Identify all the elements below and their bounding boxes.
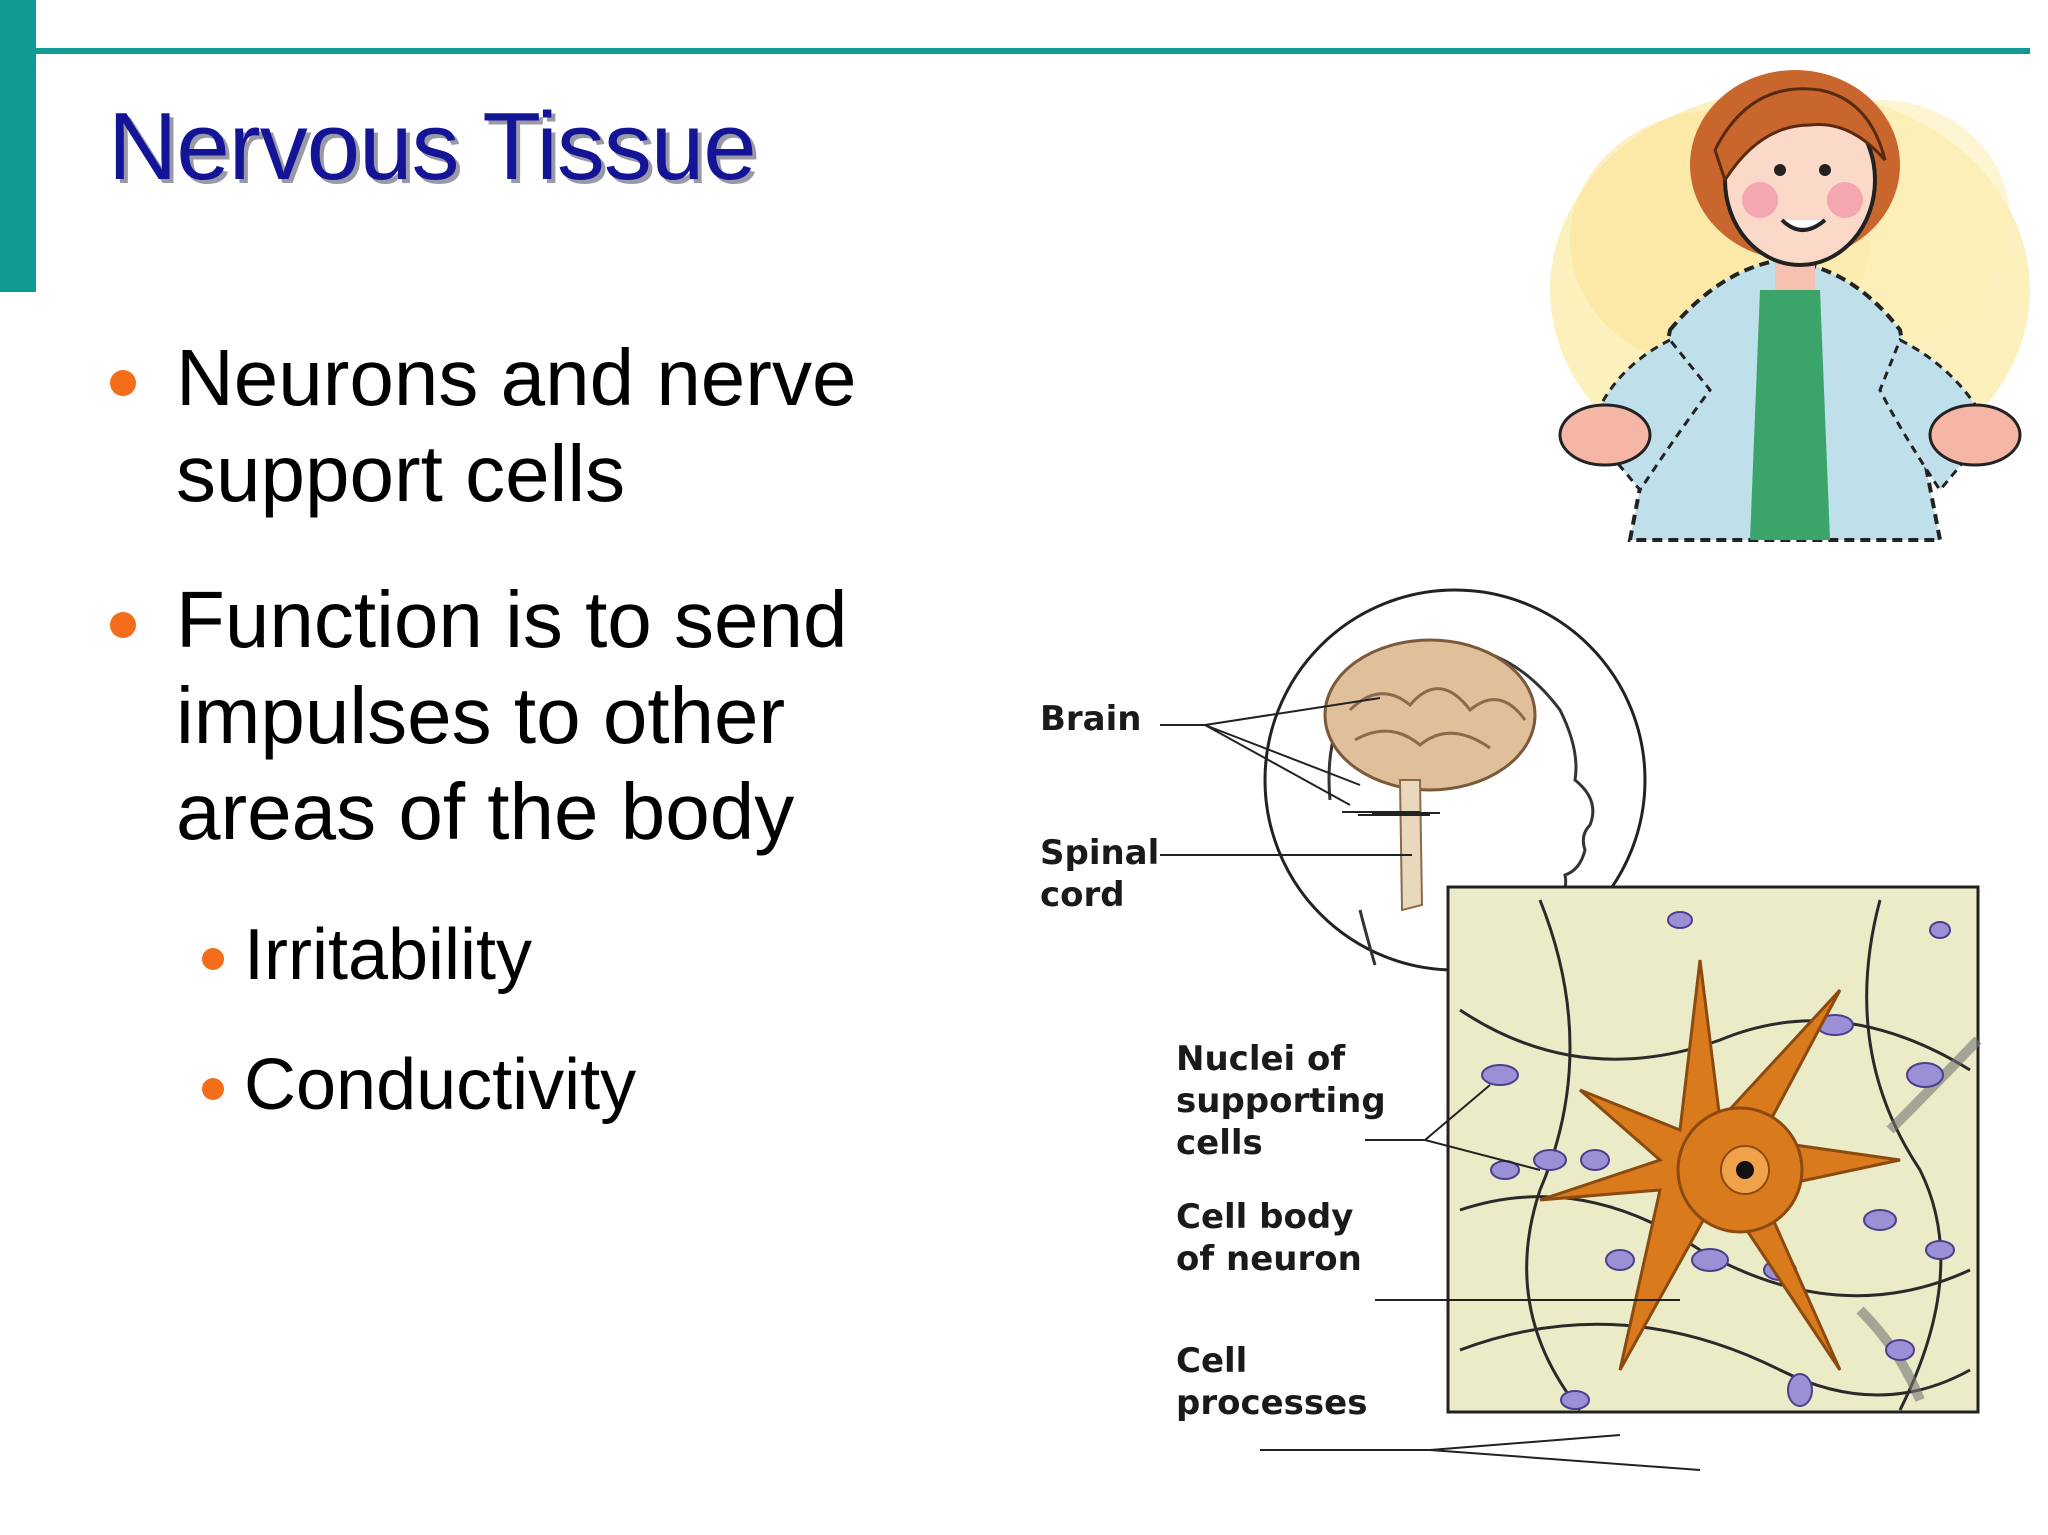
- label-cell-body: Cell body of neuron: [1176, 1197, 1362, 1279]
- sub-bullet-text: Conductivity: [244, 1045, 637, 1125]
- sub-bullet-item: Conductivity: [196, 1040, 636, 1130]
- slide-title: Nervous Tissue: [108, 93, 757, 200]
- nervous-tissue-diagram: Brain Spinal cord Nuclei of supporting c…: [1020, 570, 2030, 1530]
- bullet-list: Neurons and nerve support cells Function…: [100, 330, 1000, 910]
- bullet-dot-icon: [110, 370, 136, 396]
- diagram-illustration-icon: [1160, 588, 1982, 1471]
- label-spinal-cord: Spinal cord: [1040, 833, 1160, 915]
- sub-bullet-item: Irritability: [196, 910, 636, 1000]
- accent-left-bar: [0, 0, 36, 292]
- bullet-item: Function is to send impulses to other ar…: [100, 572, 1000, 860]
- sub-bullet-list: Irritability Conductivity: [196, 910, 636, 1170]
- label-cell-processes: Cell processes: [1176, 1341, 1368, 1423]
- label-brain: Brain: [1040, 699, 1142, 739]
- bullet-text: Function is to send impulses to other ar…: [176, 575, 848, 856]
- bullet-item: Neurons and nerve support cells: [100, 330, 1000, 522]
- accent-top-rule: [36, 48, 2030, 54]
- sub-bullet-text: Irritability: [244, 915, 533, 995]
- bullet-dot-icon: [202, 1078, 224, 1100]
- bullet-text: Neurons and nerve support cells: [176, 333, 857, 518]
- bullet-dot-icon: [202, 948, 224, 970]
- label-nuclei: Nuclei of supporting cells: [1176, 1039, 1386, 1163]
- bullet-dot-icon: [110, 612, 136, 638]
- teacher-clipart-icon: [1550, 70, 2030, 542]
